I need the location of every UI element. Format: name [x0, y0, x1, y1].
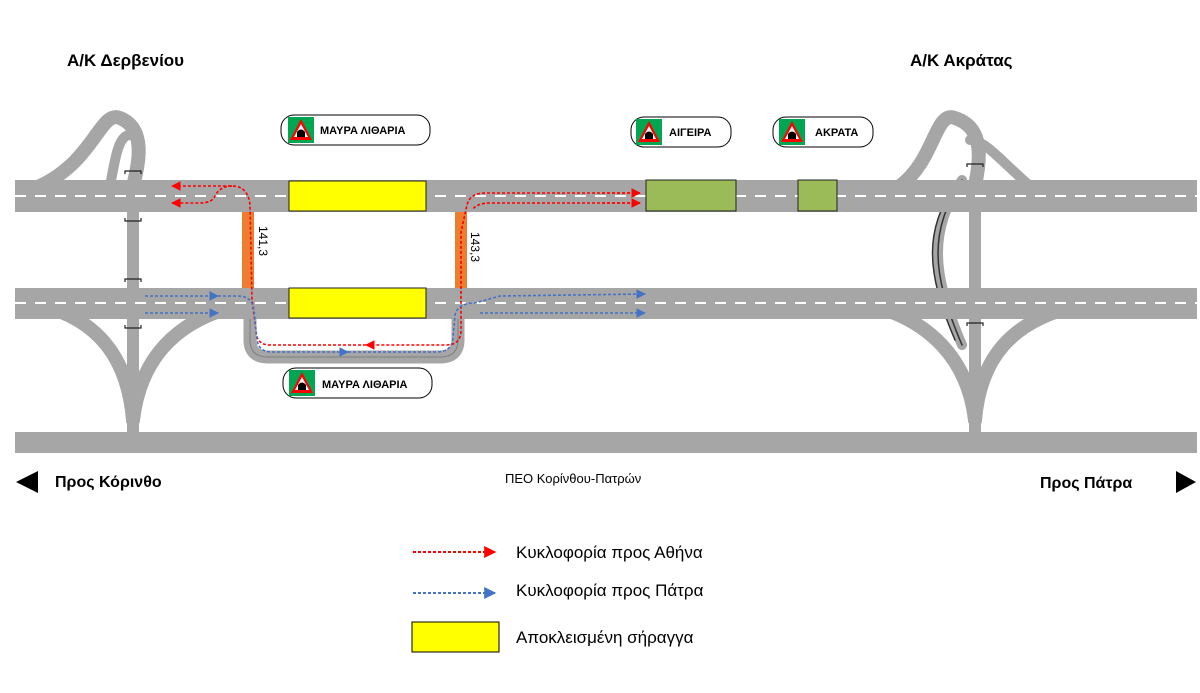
- legend-athens-label: Κυκλοφορία προς Αθήνα: [516, 543, 703, 562]
- arrow-left-icon: [16, 471, 38, 493]
- athens-traffic-flow: [171, 181, 640, 350]
- direction-patra-label: Προς Πάτρα: [1040, 475, 1132, 492]
- crossover-141: [242, 212, 254, 288]
- patra-traffic-flow: [145, 289, 646, 357]
- tunnel-mavra-athens-closed: [288, 180, 427, 212]
- crossover-143: [455, 212, 467, 288]
- legend-closed-tunnel-swatch: [411, 621, 500, 653]
- svg-text:ΜΑΥΡΑ ΛΙΘΑΡΙΑ: ΜΑΥΡΑ ΛΙΘΑΡΙΑ: [320, 125, 406, 137]
- legend-closed-tunnel-label: Αποκλεισμένη σήραγγα: [516, 628, 694, 647]
- interchange-derveni-label: Α/Κ Δερβενίου: [67, 51, 184, 70]
- tunnel-sign-aigeira: ΑΙΓΕΙΡΑ: [630, 116, 732, 148]
- athens-traffic-entry-arrows: [600, 188, 641, 208]
- interchange-akrata-label: Α/Κ Ακράτας: [910, 51, 1013, 70]
- old-national-road-label: ΠΕΟ Κορίνθου-Πατρών: [505, 471, 641, 486]
- svg-text:ΜΑΥΡΑ ΛΙΘΑΡΙΑ: ΜΑΥΡΑ ΛΙΘΑΡΙΑ: [322, 379, 408, 391]
- legend-patra-label: Κυκλοφορία προς Πάτρα: [516, 581, 704, 600]
- tunnel-mavra-patra-closed: [288, 287, 427, 319]
- tunnel-akrata-open: [797, 179, 838, 212]
- arrow-right-icon: [1176, 471, 1196, 493]
- old-national-road: [15, 432, 1197, 453]
- direction-korinthos-label: Προς Κόρινθο: [55, 474, 162, 491]
- legend: Κυκλοφορία προς Αθήνα Κυκλοφορία προς Πά…: [411, 543, 704, 653]
- crossover-143-label: 143,3: [468, 232, 482, 262]
- bridge-markers: [124, 163, 984, 329]
- tunnel-sign-akrata: ΑΚΡΑΤΑ: [772, 116, 874, 148]
- tunnel-sign-mavra-top: ΜΑΥΡΑ ΛΙΘΑΡΙΑ: [280, 114, 431, 146]
- svg-text:ΑΚΡΑΤΑ: ΑΚΡΑΤΑ: [815, 127, 858, 139]
- tunnel-aigeira-open: [645, 179, 737, 212]
- tunnel-sign-mavra-bottom: ΜΑΥΡΑ ΛΙΘΑΡΙΑ: [282, 367, 433, 399]
- akrata-interchange-ramps: [863, 110, 1087, 448]
- svg-text:ΑΙΓΕΙΡΑ: ΑΙΓΕΙΡΑ: [669, 127, 712, 139]
- crossover-141-label: 141,3: [256, 226, 270, 256]
